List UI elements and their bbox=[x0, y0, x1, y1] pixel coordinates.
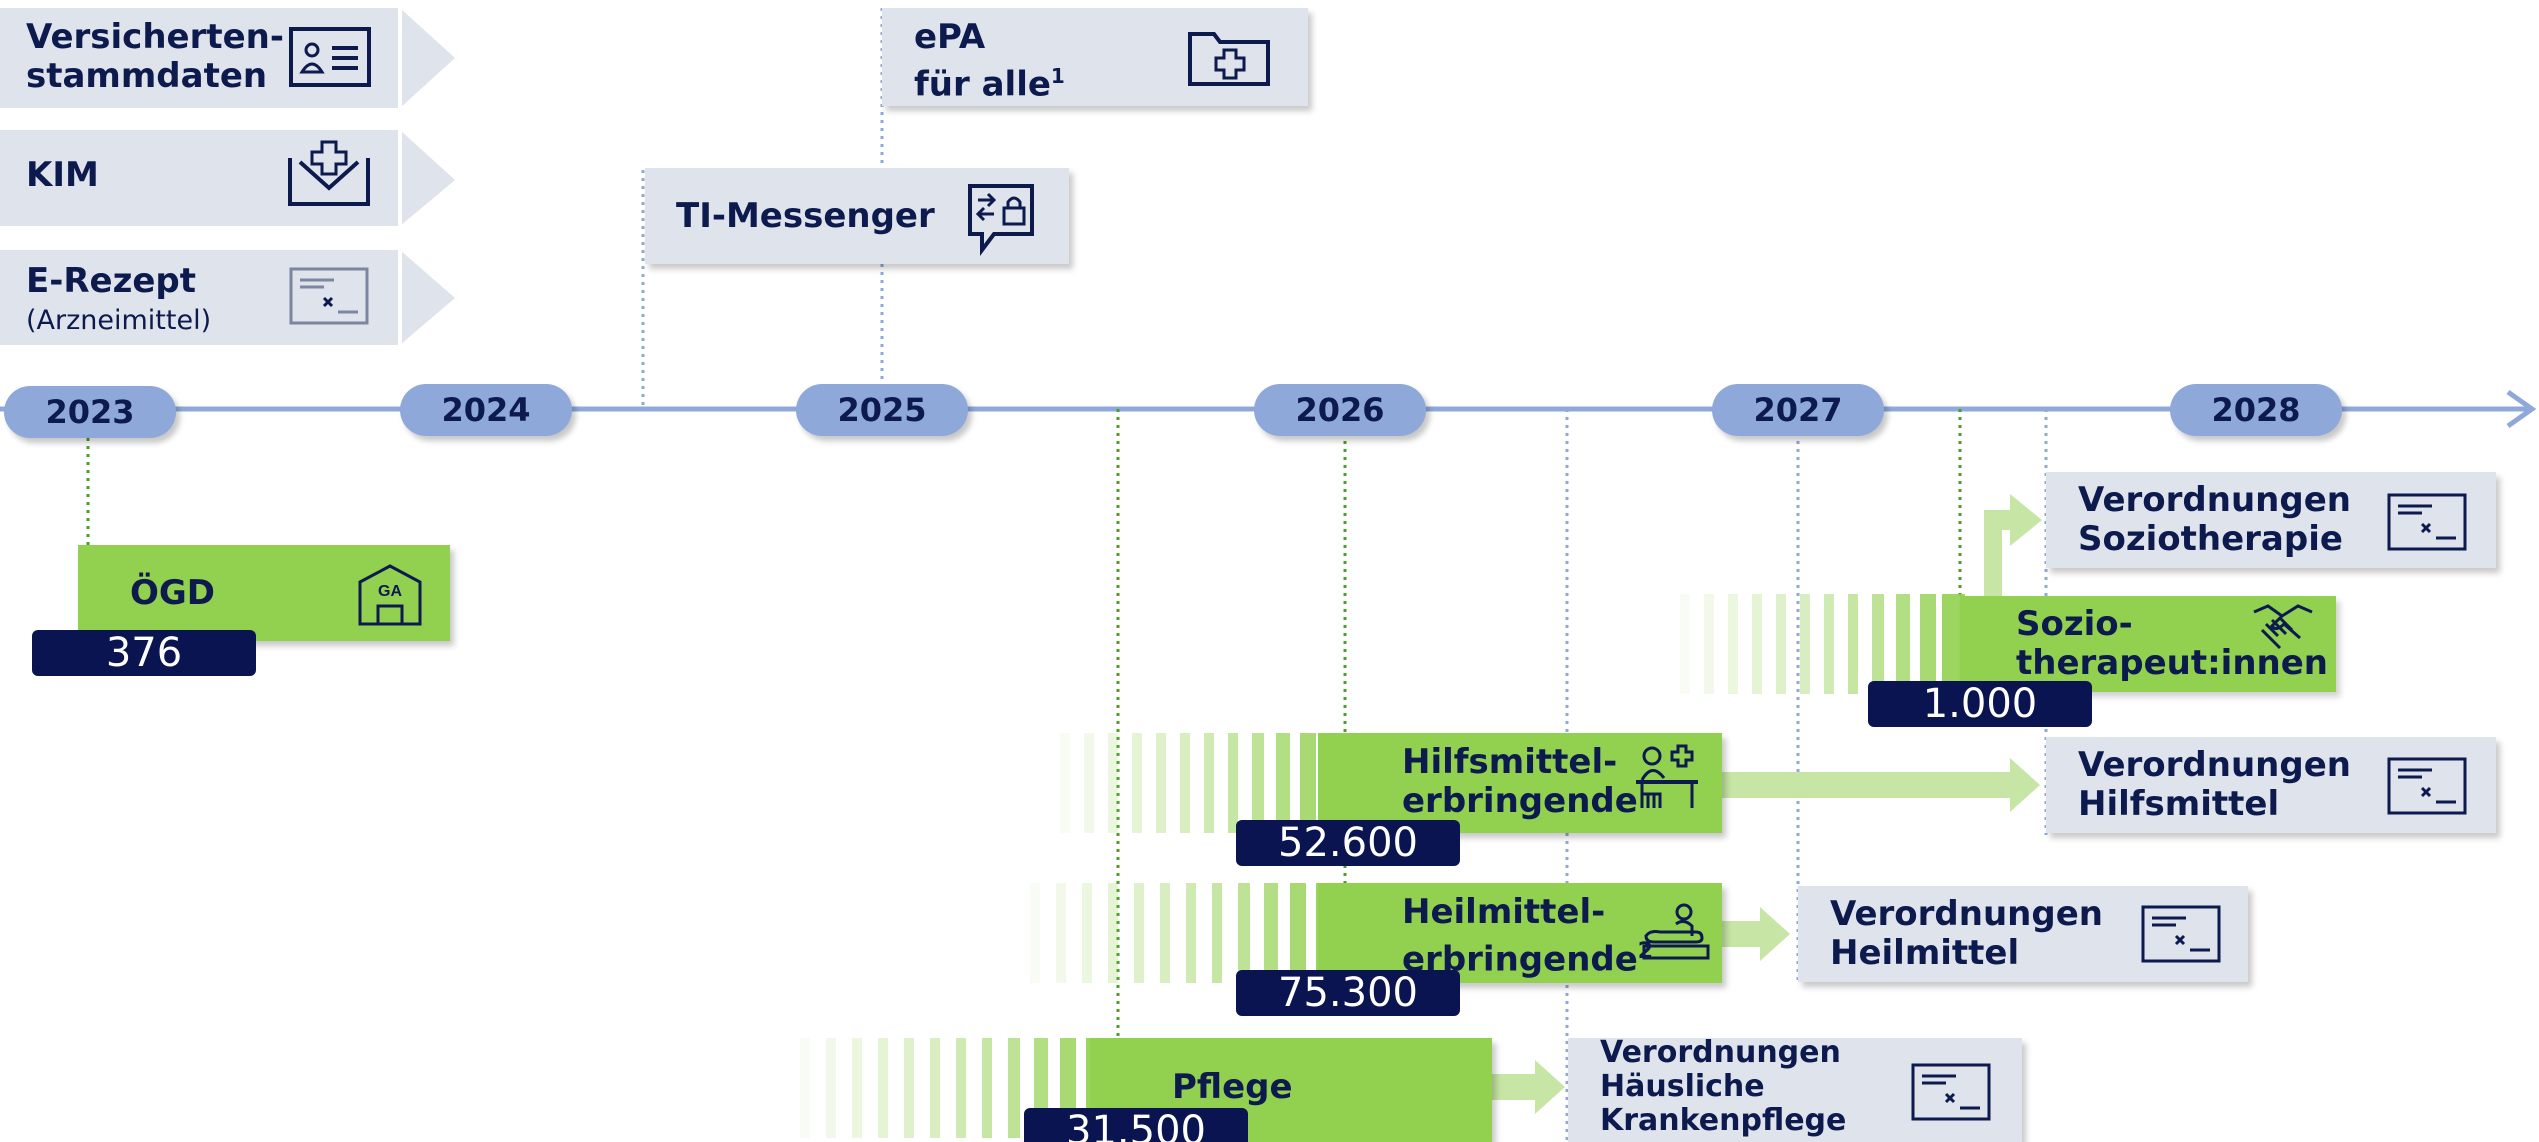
ti-messenger-label: TI-Messenger bbox=[676, 196, 935, 236]
verordnungen-hilfsmittel-label: Verordnungen Hilfsmittel bbox=[2078, 745, 2351, 824]
verordnungen-pflege-label: Verordnungen Häusliche Krankenpflege bbox=[1600, 1035, 1847, 1138]
oegd-count: 376 bbox=[32, 630, 256, 676]
hilfsmittel-fade-stripes bbox=[1060, 733, 1350, 833]
verordnungen-soziotherapie-label: Verordnungen Soziotherapie bbox=[2078, 480, 2351, 559]
hilfsmittel-label: Hilfsmittel- erbringende bbox=[1402, 742, 1638, 821]
arrow-hilfsmittel bbox=[1722, 758, 2040, 812]
oegd-label: ÖGD bbox=[130, 573, 216, 613]
year-2024: 2024 bbox=[400, 384, 572, 436]
year-2028: 2028 bbox=[2170, 384, 2342, 436]
timeline-arrowhead bbox=[2506, 389, 2537, 429]
sozio-label: Sozio- therapeut:innen bbox=[2016, 604, 2329, 683]
arrow-heilmittel bbox=[1722, 907, 1790, 961]
desk-person-icon bbox=[1636, 744, 1698, 808]
verordnungen-hilfsmittel-box bbox=[2046, 737, 2496, 833]
year-2027: 2027 bbox=[1712, 384, 1884, 436]
prescription-icon bbox=[2141, 905, 2221, 963]
hilfsmittel-count: 52.600 bbox=[1236, 820, 1460, 866]
pflege-label: Pflege bbox=[1172, 1067, 1293, 1107]
arrow-pflege bbox=[1492, 1060, 1565, 1114]
health-office-icon: GA bbox=[358, 564, 422, 626]
pflege-count: 31.500 bbox=[1024, 1108, 1248, 1142]
heilmittel-label: Heilmittel- erbringende2 bbox=[1402, 892, 1654, 980]
heilmittel-count: 75.300 bbox=[1236, 970, 1460, 1016]
verordnungen-soziotherapie-box bbox=[2046, 472, 2496, 568]
sozio-box bbox=[1960, 596, 2336, 692]
prescription-icon bbox=[1911, 1063, 1991, 1121]
epa-label: ePA für alle1 bbox=[914, 17, 1065, 105]
heilmittel-fade-stripes bbox=[1030, 883, 1350, 983]
year-2026: 2026 bbox=[1254, 384, 1426, 436]
verordnungen-heilmittel-label: Verordnungen Heilmittel bbox=[1830, 894, 2103, 973]
kim-label: KIM bbox=[26, 155, 99, 195]
medical-folder-icon bbox=[1188, 32, 1270, 86]
prescription-icon bbox=[2387, 493, 2467, 551]
prescription-icon bbox=[2387, 757, 2467, 815]
erezept-label: E-Rezept (Arzneimittel) bbox=[26, 261, 212, 337]
handshake-icon bbox=[2253, 604, 2313, 650]
massage-icon bbox=[1642, 903, 1710, 960]
prescription-icon bbox=[289, 267, 369, 325]
verordnungen-pflege-box bbox=[1568, 1038, 2022, 1142]
versicherten-label: Versicherten- stammdaten bbox=[26, 17, 284, 96]
year-2023: 2023 bbox=[4, 386, 176, 438]
arrow-soziotherapie bbox=[1984, 494, 2042, 598]
verordnungen-heilmittel-box bbox=[1798, 886, 2248, 982]
chat-lock-icon bbox=[968, 184, 1034, 256]
erezept-shape bbox=[0, 250, 455, 345]
mail-tray-icon bbox=[288, 140, 370, 206]
id-card-icon bbox=[289, 27, 371, 87]
sozio-count: 1.000 bbox=[1868, 681, 2092, 727]
sozio-fade-stripes bbox=[1680, 594, 1965, 694]
year-2025: 2025 bbox=[796, 384, 968, 436]
svg-text:GA: GA bbox=[378, 583, 402, 600]
